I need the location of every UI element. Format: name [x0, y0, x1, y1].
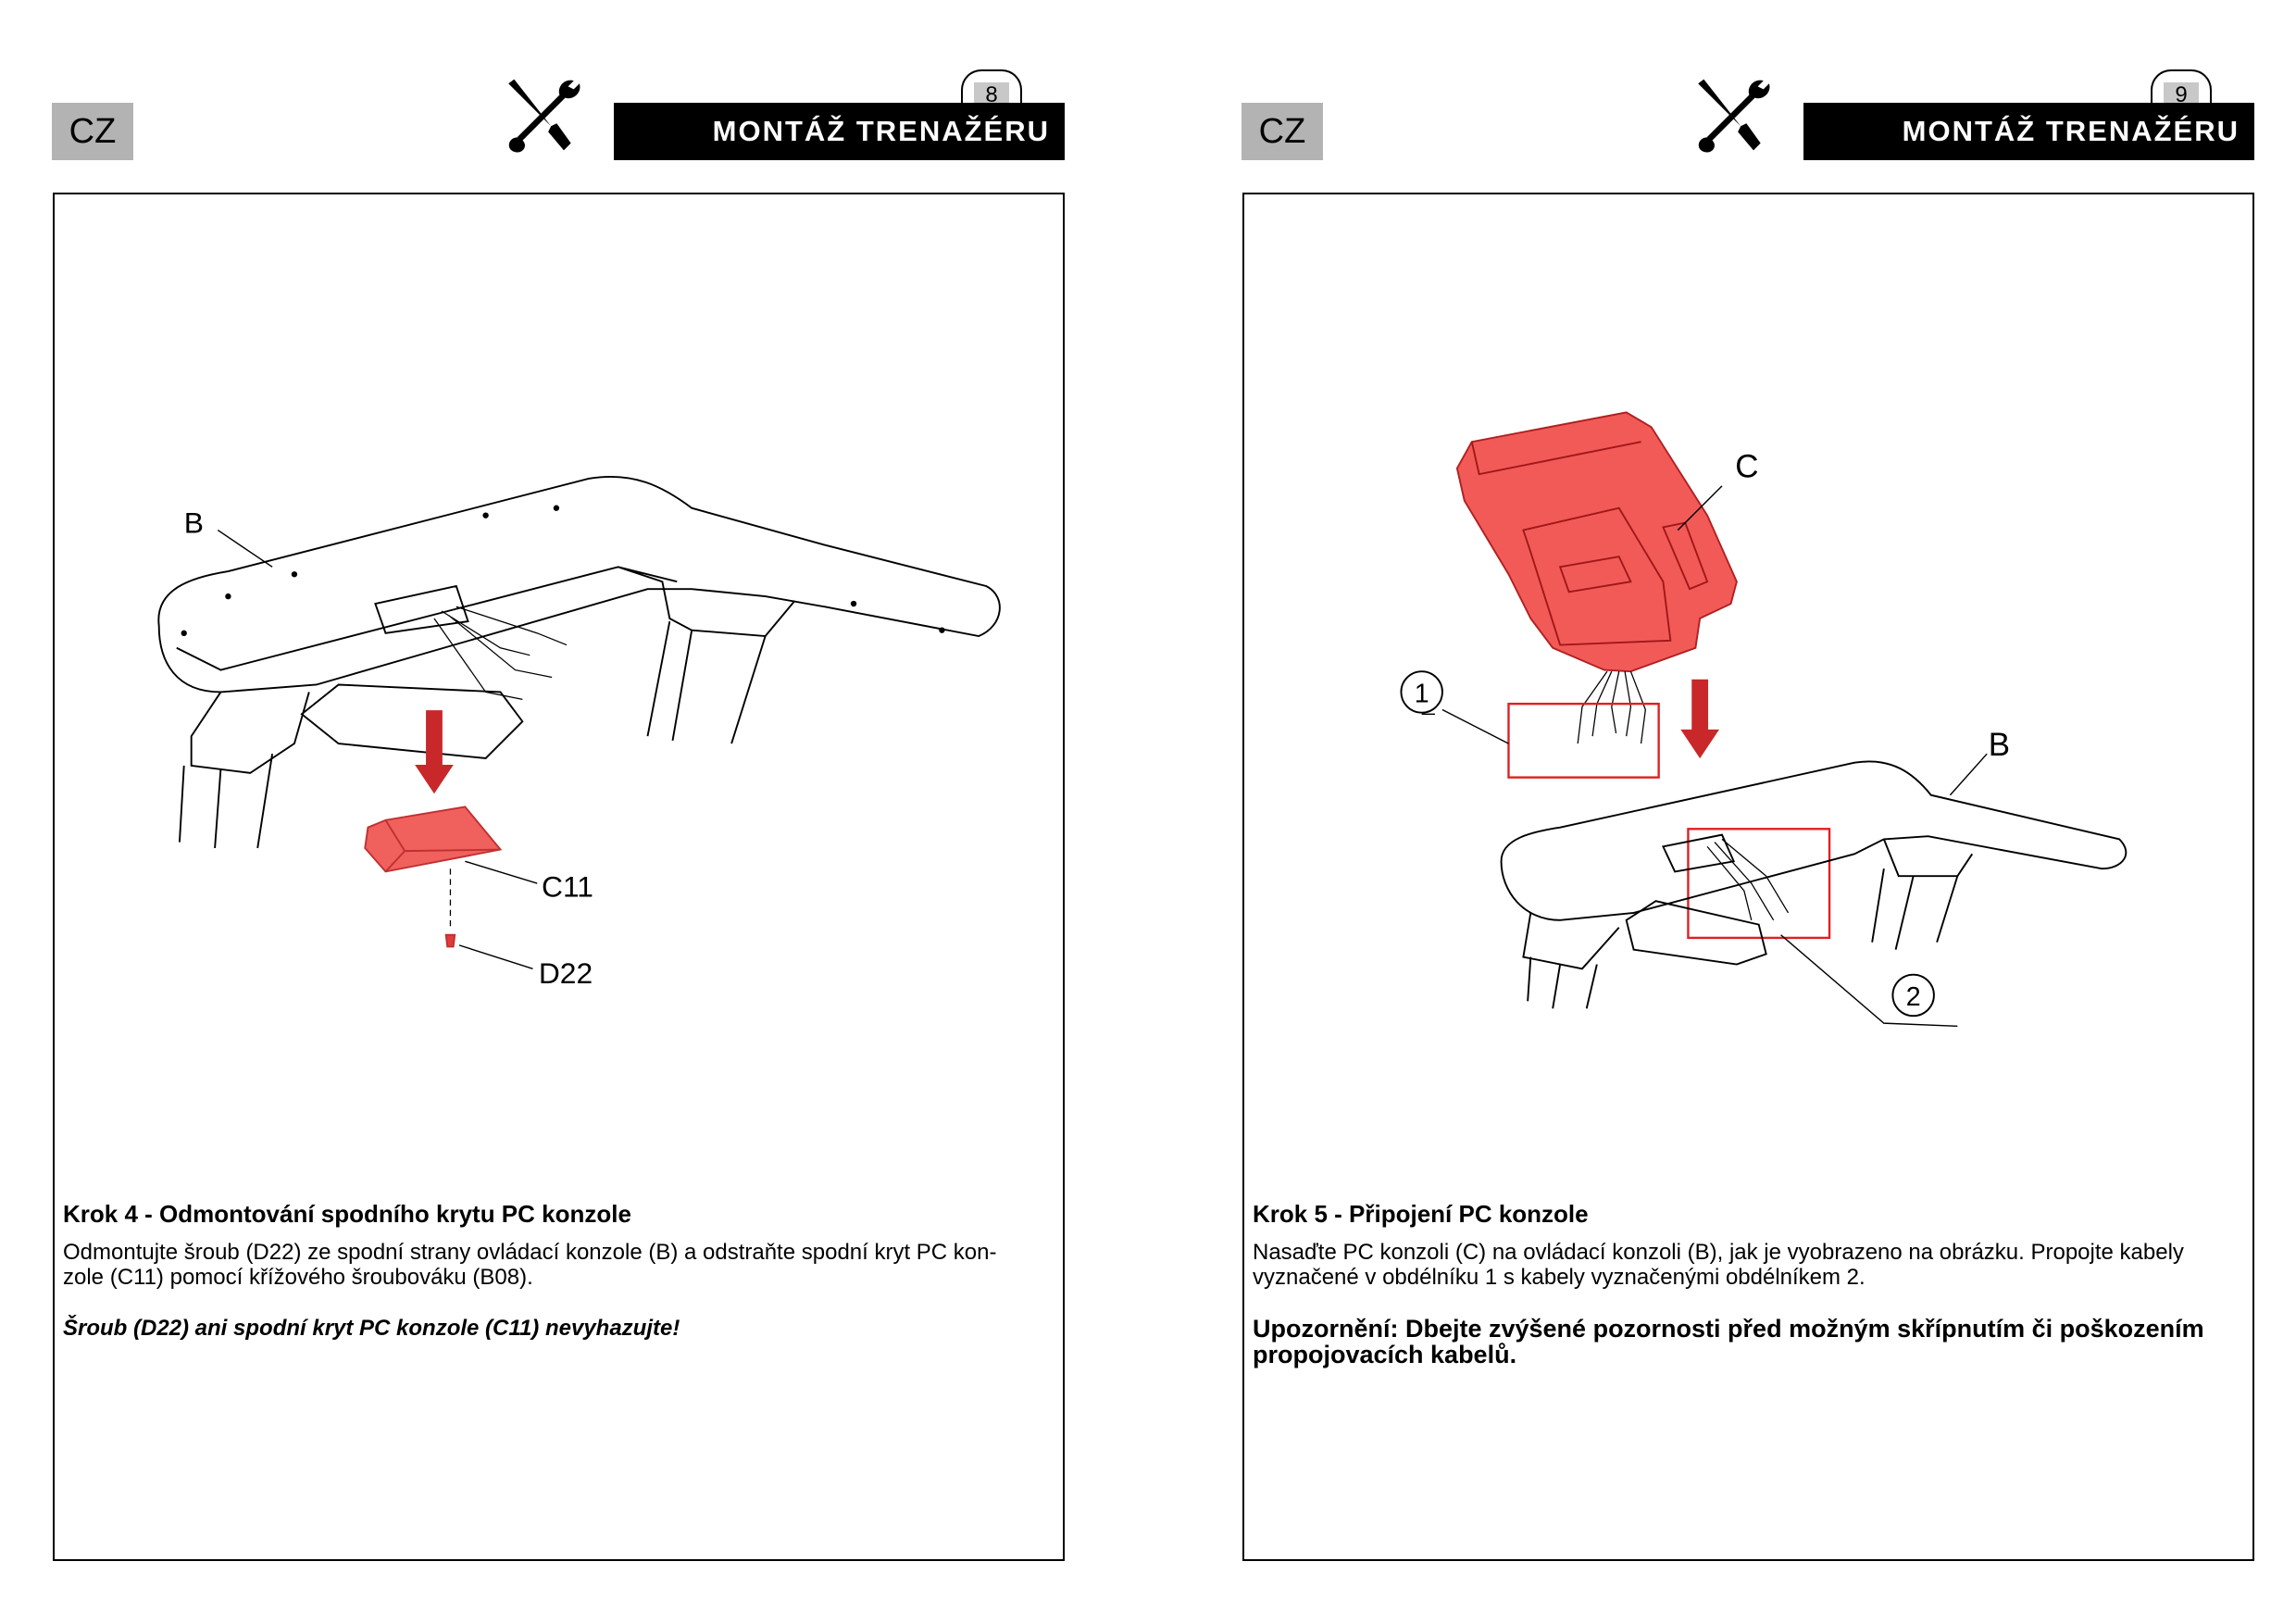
highlight-box-1 — [1507, 702, 1660, 779]
content-frame — [53, 193, 1065, 1561]
cover-c11 — [364, 806, 503, 873]
step-title: Krok 4 - Odmontování spodního krytu PC k… — [63, 1200, 631, 1228]
console-legs — [1527, 868, 1959, 1009]
tools-icon — [1698, 79, 1770, 153]
instructions: Krok 4 - Odmontování spodního krytu PC k… — [63, 1200, 1054, 1342]
manual-page-8: CZ 8 MONTÁŽ TRENAŽÉRU Krok 4 - Odmontová… — [52, 69, 1065, 1561]
console-frame-b — [1500, 760, 2128, 921]
step-note: Šroub (D22) ani spodní kryt PC konzole (… — [63, 1316, 680, 1341]
arrow-down-icon — [1680, 679, 1720, 759]
screw-d22 — [444, 933, 456, 948]
instructions: Krok 5 - Připojení PC konzole Nasaďte PC… — [1253, 1200, 2243, 1368]
highlight-box-2 — [1687, 828, 1831, 940]
console-frame — [157, 475, 1001, 693]
console-legs — [178, 620, 767, 849]
arrow-down-icon — [415, 710, 454, 794]
label-b: B — [184, 506, 204, 540]
leader-lines — [1421, 485, 1988, 1028]
step-body-line: Odmontujte šroub (D22) ze spodní strany … — [63, 1240, 997, 1265]
language-badge: CZ — [52, 103, 133, 160]
step-body-line: zole (C11) pomocí křížového šroubováku (… — [63, 1265, 533, 1290]
step-body-line: Nasaďte PC konzoli (C) na ovládací konzo… — [1253, 1240, 2184, 1265]
tools-icon — [508, 79, 580, 153]
step-body-line: vyznačené v obdélníku 1 s kabely vyznače… — [1253, 1265, 1866, 1290]
section-header: MONTÁŽ TRENAŽÉRU — [1803, 103, 2254, 160]
warning-line: Upozornění: Dbejte zvýšené pozornosti př… — [1253, 1315, 2204, 1343]
callout-1: 1 — [1415, 680, 1429, 709]
language-badge: CZ — [1242, 103, 1323, 160]
label-b: B — [1989, 727, 2010, 763]
step5-diagram — [1400, 411, 2128, 1028]
callout-2: 2 — [1906, 982, 1921, 1012]
manual-page-9: CZ 9 MONTÁŽ TRENAŽÉRU Krok 5 - Připojení… — [1190, 0, 2296, 1624]
content-frame — [1242, 193, 2254, 1561]
cables — [433, 606, 568, 701]
warning-line: propojovacích kabelů. — [1253, 1341, 1517, 1368]
step4-diagram — [157, 475, 1001, 969]
label-c11: C11 — [542, 869, 593, 903]
callout-1-circle — [1400, 670, 1443, 714]
warning-note: Upozornění: Dbejte zvýšené pozornosti př… — [1253, 1316, 2243, 1368]
label-d22: D22 — [539, 956, 593, 990]
pc-cables — [1577, 670, 1646, 744]
leader-lines — [217, 529, 538, 969]
step-title: Krok 5 - Připojení PC konzole — [1253, 1200, 1589, 1228]
cover-recess — [300, 584, 524, 759]
callout-2-circle — [1891, 973, 1935, 1018]
label-c: C — [1735, 448, 1758, 484]
section-header: MONTÁŽ TRENAŽÉRU — [614, 103, 1065, 160]
